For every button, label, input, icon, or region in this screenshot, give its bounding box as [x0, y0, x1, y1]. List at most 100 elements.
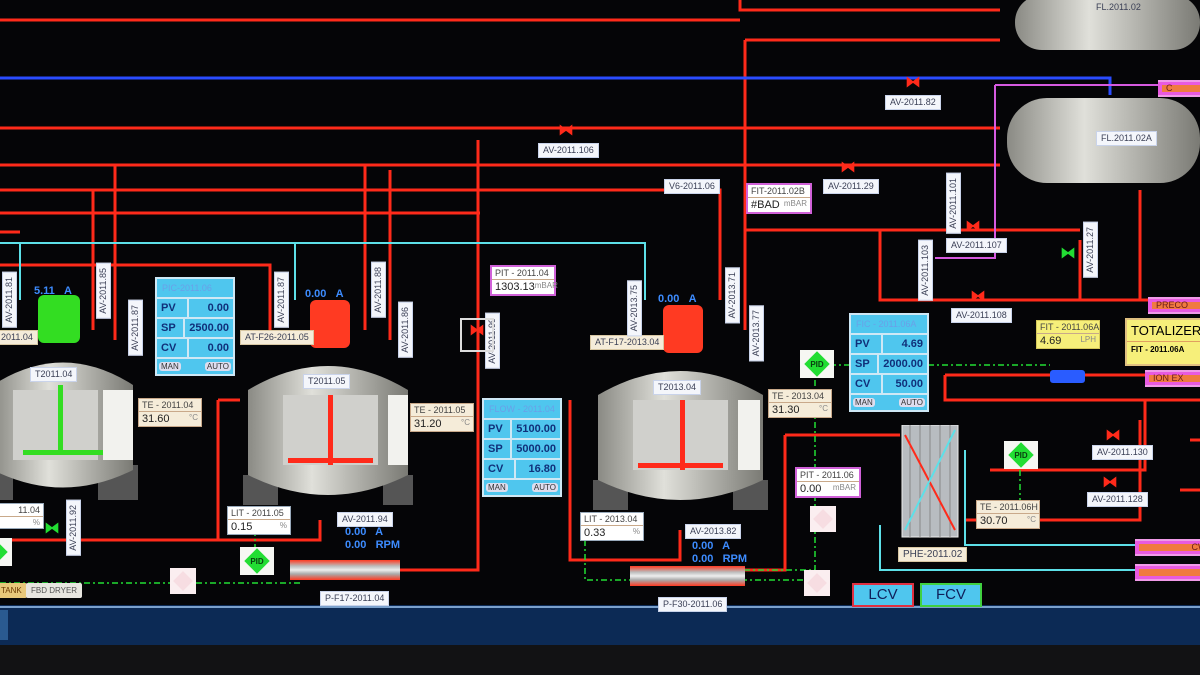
valve-icon[interactable]: ⧓	[965, 218, 981, 235]
sp-value[interactable]: 2500.00	[189, 322, 229, 334]
outlet-cv[interactable]: CV	[1135, 564, 1200, 581]
pid-block[interactable]	[0, 538, 12, 566]
auto-button[interactable]: AUTO	[898, 398, 925, 407]
valve-label: AV-2011.85	[96, 263, 111, 319]
valve-label: AV-2011.81	[2, 272, 17, 328]
inactive-block[interactable]	[804, 570, 830, 596]
valve-label: AV-2011.94	[337, 512, 393, 527]
valve-icon[interactable]: ⧓	[1105, 427, 1121, 444]
valve-label: AV-2013.71	[725, 267, 740, 324]
outlet-cwr[interactable]: CWR	[1135, 539, 1200, 556]
fcv-button[interactable]: FCV	[920, 583, 982, 607]
valve-icon[interactable]: ⧓	[840, 159, 856, 176]
outlet-ion-exchange[interactable]: ION EX	[1145, 370, 1200, 387]
filter-fl2011-02[interactable]	[1005, 0, 1200, 55]
sp-value[interactable]: 2000.00	[883, 358, 923, 370]
sp-label: SP	[157, 319, 186, 337]
pv-label: PV	[484, 420, 513, 438]
agitator-motor-running[interactable]	[38, 295, 80, 343]
agitator-motor-stopped[interactable]	[663, 305, 703, 353]
tank-label: T2011.04	[30, 367, 78, 382]
sp-value[interactable]: 5000.00	[516, 443, 556, 455]
valve-label: AV-2011.87	[274, 272, 289, 328]
man-button[interactable]: MAN	[853, 398, 875, 407]
valve-label: AV-2011.101	[946, 173, 961, 234]
cv-value: 16.80	[528, 463, 556, 475]
man-button[interactable]: MAN	[486, 483, 508, 492]
valve-open-icon[interactable]: ⧓	[1060, 245, 1076, 262]
valve-label: AV-2013.75	[627, 280, 642, 337]
auto-button[interactable]: AUTO	[204, 362, 231, 371]
plate-heat-exchanger[interactable]	[900, 425, 960, 540]
man-button[interactable]: MAN	[159, 362, 181, 371]
valve-icon[interactable]: ⧓	[970, 288, 986, 305]
valve-label: AV-2011.108	[951, 308, 1012, 323]
inactive-block[interactable]	[810, 506, 836, 532]
valve-label: V6-2011.06	[664, 179, 720, 194]
tank-t2011-05[interactable]	[243, 350, 413, 510]
tank-label: T2011.05	[303, 374, 351, 389]
fbd-dryer-button[interactable]: FBD DRYER	[26, 583, 83, 598]
controller-title: PIC-2011.06	[162, 283, 212, 293]
totalizer-title: TOTALIZER	[1127, 320, 1200, 342]
totalizer-panel[interactable]: TOTALIZER FIT - 2011.06A	[1125, 318, 1200, 366]
pump-p-f30[interactable]	[630, 566, 745, 586]
pump-p-f17[interactable]	[290, 560, 400, 580]
analyzer-label: 2011.04	[0, 330, 38, 345]
motor-current: 0.00 A	[658, 293, 697, 305]
lit-2011-04-readout: 11.04%	[0, 503, 44, 529]
pv-value: 0.00	[207, 302, 229, 314]
controller-title: FLOW - 2011.04	[489, 404, 555, 414]
valve-label: AV-2011.86	[398, 302, 413, 358]
valve-open-icon[interactable]: ⧓	[44, 520, 60, 537]
pid-block[interactable]: PID	[800, 350, 834, 378]
pump-label: P-F17-2011.04	[320, 591, 390, 606]
analyzer-label: AT-F26-2011.05	[240, 330, 314, 345]
outlet-preco[interactable]: PRECO	[1148, 297, 1200, 314]
filter-label: FL.2011.02A	[1096, 131, 1157, 146]
valve-icon[interactable]: ⧓	[1102, 474, 1118, 491]
analyzer-label: AT-F17-2013.04	[590, 335, 665, 350]
pv-value: 4.69	[901, 338, 923, 350]
flow-meter-icon	[1050, 370, 1085, 383]
tank-t2013-04[interactable]	[593, 355, 768, 515]
auto-button[interactable]: AUTO	[531, 483, 558, 492]
sp-label: SP	[851, 355, 880, 373]
tank-label: T2013.04	[653, 380, 702, 395]
tank-t2011-04[interactable]	[0, 345, 143, 505]
controller-title: FIC - 2011.06A	[856, 319, 917, 329]
pump-readout: 0.00 A 0.00 RPM	[692, 540, 748, 565]
totalizer-tag: FIT - 2011.06A	[1131, 345, 1185, 354]
valve-label: AV-2013.82	[685, 524, 742, 539]
valve-label: AV-2011.130	[1092, 445, 1153, 460]
pump-readout: 0.00 A 0.00 RPM	[345, 526, 401, 551]
pid-block[interactable]: PID	[1004, 441, 1038, 469]
valve-icon[interactable]: ⧓	[905, 74, 921, 91]
pid-block[interactable]: PID	[240, 547, 274, 575]
lcv-button[interactable]: LCV	[852, 583, 914, 607]
agitator-motor-stopped[interactable]	[310, 300, 350, 348]
filter-label: FL.2011.02	[1096, 2, 1141, 12]
valve-selected-icon[interactable]: ⧓	[460, 318, 494, 352]
pv-label: PV	[851, 335, 883, 353]
valve-label: AV-2011.128	[1087, 492, 1148, 507]
tank-button[interactable]: TANK	[0, 583, 27, 598]
valve-label: AV-2011.27	[1083, 222, 1098, 278]
valve-label: AV-2011.82	[885, 95, 941, 110]
cv-value: 0.00	[207, 342, 229, 354]
valve-label: AV-2011.87	[128, 300, 143, 356]
phe-label: PHE-2011.02	[898, 547, 968, 562]
pv-label: PV	[157, 299, 189, 317]
valve-icon[interactable]: ⧓	[558, 122, 574, 139]
outlet-arrow[interactable]: C	[1158, 80, 1200, 97]
inactive-block[interactable]	[170, 568, 196, 594]
valve-label: AV-2013.77	[749, 305, 764, 362]
